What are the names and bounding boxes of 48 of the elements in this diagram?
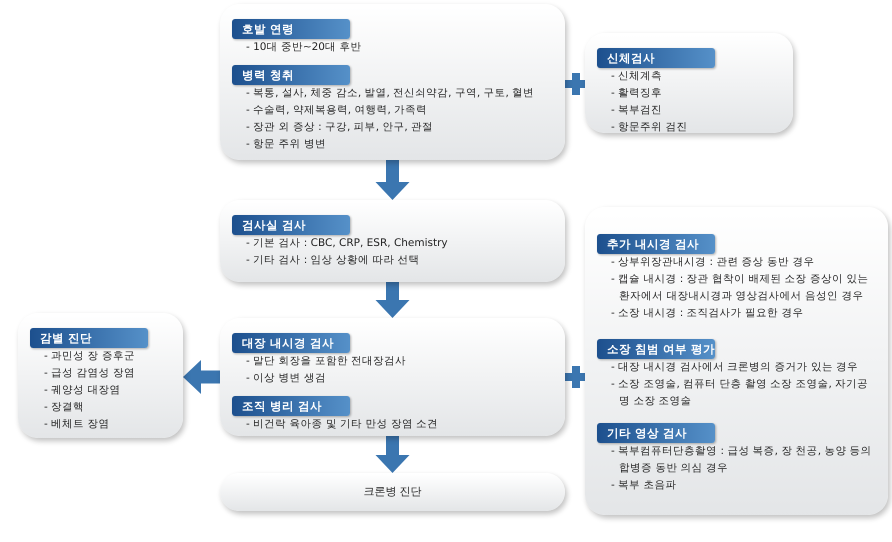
list-item: - 소장 내시경 : 조직검사가 필요한 경우 [610,306,804,321]
card [585,207,888,515]
card [220,318,565,436]
block-arrow [183,360,220,394]
list-item: - 활력징후 [610,86,664,101]
list-item: - 이상 병변 생검 [245,371,327,386]
block-arrow [376,436,410,473]
list-item: - 수술력, 약제복용력, 여행력, 가족력 [245,103,428,118]
list-item: - 항문주위 검진 [610,120,688,135]
card [220,4,565,160]
list-item: - 베체트 장염 [43,417,110,432]
list-item: - 기본 검사 : CBC, CRP, ESR, Chemistry [245,236,449,251]
section-heading: 조직 병리 검사 [232,396,350,416]
list-item: - 10대 중반~20대 후반 [245,40,362,55]
list-item: - 비건락 육아종 및 기타 만성 장염 소견 [245,417,440,432]
block-arrow [376,160,410,200]
list-item: - 소장 조영술, 컴퓨터 단층 촬영 소장 조영술, 자기공명 소장 조영술 [610,377,870,409]
card [220,473,565,511]
section-heading: 검사실 검사 [232,215,350,235]
section-heading: 병력 청취 [232,65,350,85]
list-item: - 복통, 설사, 체중 감소, 발열, 전신쇠약감, 구역, 구토, 혈변 [245,86,536,101]
section-heading: 기타 영상 검사 [597,423,715,443]
section-heading: 소장 침범 여부 평가 [597,339,715,359]
card [18,313,183,438]
section-heading: 대장 내시경 검사 [232,333,350,353]
section-heading: 호발 연령 [232,19,350,39]
diagnosis-text: 크론병 진단 [362,484,423,500]
card [220,200,565,282]
list-item: - 캡슐 내시경 : 장관 협착이 배제된 소장 증상이 있는 환자에서 대장내시경과 영상검사에서 음성인 경우 [610,272,870,304]
list-item: - 복부 초음파 [610,478,678,493]
list-item: - 기타 검사 : 임상 상황에 따라 선택 [245,253,421,268]
list-item: - 복부검진 [610,103,664,118]
list-item: - 대장 내시경 검사에서 크론병의 증거가 있는 경우 [610,360,860,375]
list-item: - 과민성 장 증후군 [43,349,136,364]
list-item: - 급성 감염성 장염 [43,366,136,381]
list-item: - 말단 회장을 포함한 전대장검사 [245,354,408,369]
block-arrow [376,282,410,318]
list-item: - 신체계측 [610,69,664,84]
card [585,33,793,133]
section-heading: 추가 내시경 검사 [597,234,715,254]
list-item: - 복부컴퓨터단층촬영 : 급성 복증, 장 천공, 농양 등의 합병증 동반 의심 경우 [610,444,873,476]
list-item: - 항문 주위 병변 [245,137,327,152]
section-heading: 감별 진단 [30,328,148,348]
list-item: - 장관 외 증상 : 구강, 피부, 안구, 관절 [245,120,434,135]
list-item: - 상부위장관내시경 : 관련 증상 동반 경우 [610,255,816,270]
section-heading: 신체검사 [597,48,715,68]
list-item: - 장결핵 [43,400,86,415]
list-item: - 궤양성 대장염 [43,383,122,398]
